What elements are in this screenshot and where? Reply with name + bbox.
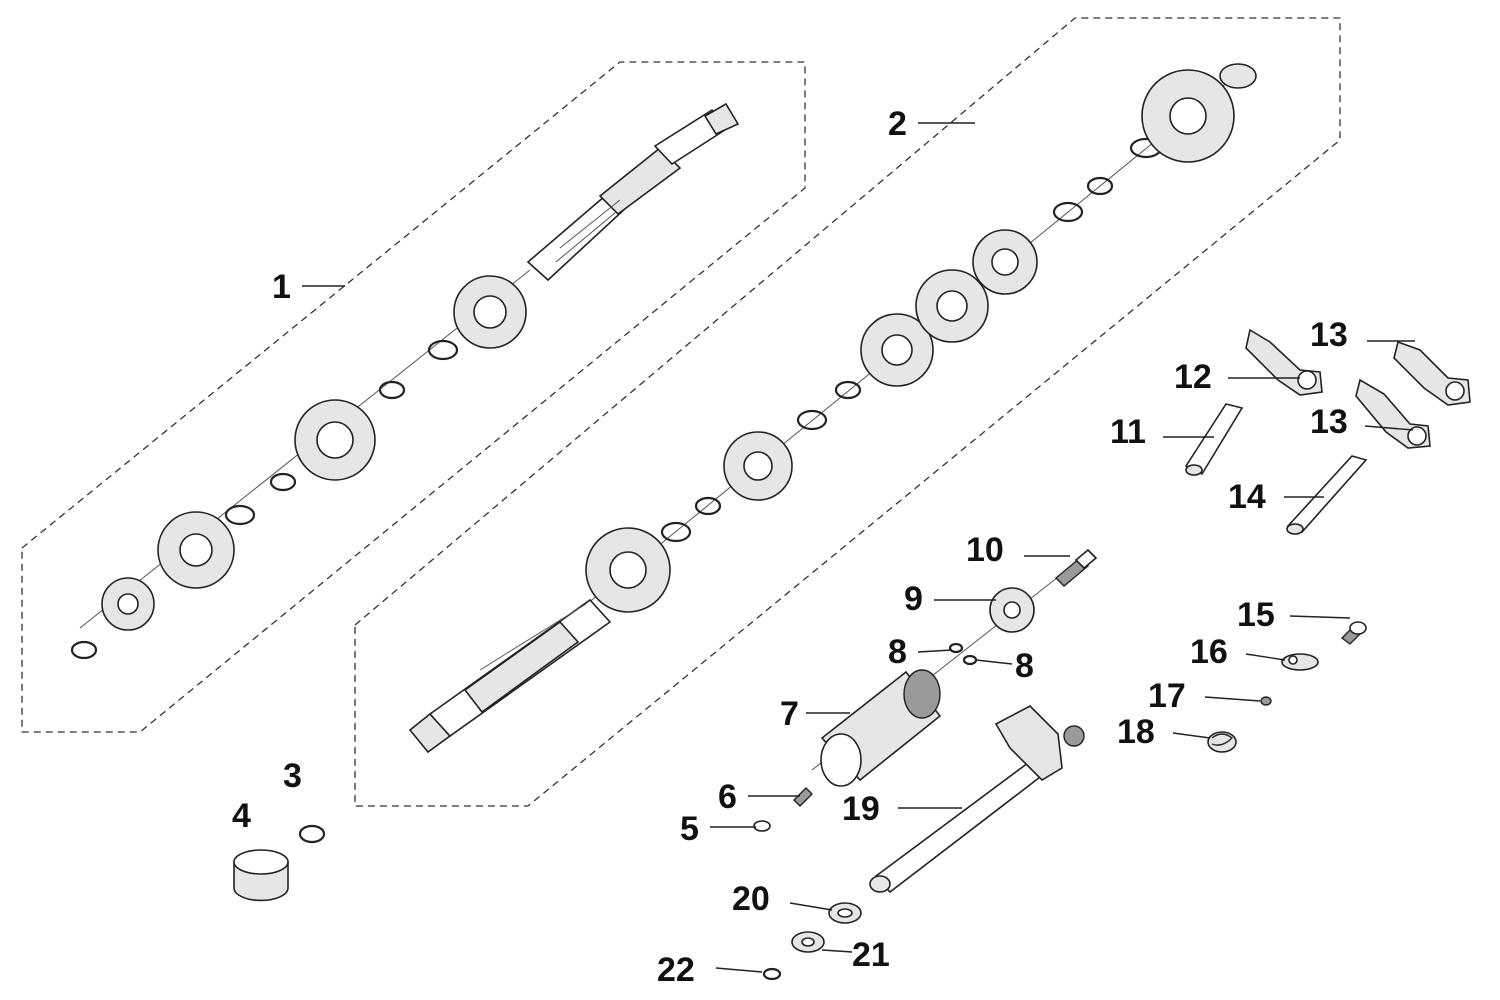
callout-9: 9 bbox=[904, 580, 923, 618]
callout-16: 16 bbox=[1190, 633, 1228, 671]
fork-rod-11 bbox=[1184, 403, 1244, 476]
callout-8a: 8 bbox=[888, 633, 907, 671]
washer bbox=[660, 521, 692, 543]
counter-shaft bbox=[408, 598, 612, 754]
washer-17 bbox=[1260, 696, 1272, 706]
shift-fork-12 bbox=[1245, 328, 1323, 396]
callout-14: 14 bbox=[1228, 478, 1266, 516]
callout-6: 6 bbox=[718, 778, 737, 816]
washer-21 bbox=[791, 931, 825, 953]
bolt-10 bbox=[1054, 548, 1098, 587]
bearing bbox=[1219, 63, 1257, 89]
callout-4: 4 bbox=[232, 797, 251, 835]
lever-16 bbox=[1281, 653, 1319, 671]
circlip bbox=[694, 496, 722, 516]
washer bbox=[1052, 201, 1084, 223]
callout-15: 15 bbox=[1237, 596, 1275, 634]
shift-drum-7 bbox=[820, 669, 942, 787]
callout-18: 18 bbox=[1117, 713, 1155, 751]
callout-13b: 13 bbox=[1310, 403, 1348, 441]
washer-3 bbox=[298, 824, 326, 844]
circlip-22 bbox=[762, 967, 782, 981]
callout-21: 21 bbox=[852, 936, 890, 974]
circlip bbox=[269, 472, 297, 492]
circlip bbox=[70, 640, 98, 660]
seal-20 bbox=[828, 902, 862, 924]
callout-2: 2 bbox=[888, 105, 907, 143]
callout-1: 1 bbox=[272, 268, 291, 306]
callout-19: 19 bbox=[842, 790, 880, 828]
washer bbox=[224, 504, 256, 526]
callout-22: 22 bbox=[657, 951, 695, 989]
shift-shaft-19 bbox=[869, 705, 1085, 894]
bolt-15 bbox=[1340, 621, 1367, 645]
callout-20: 20 bbox=[732, 880, 770, 918]
fork-rod-14 bbox=[1286, 455, 1368, 535]
shift-fork-13-upper bbox=[1393, 340, 1471, 406]
callout-11: 11 bbox=[1110, 413, 1146, 451]
main-shaft-assembly bbox=[70, 102, 740, 660]
callout-5: 5 bbox=[680, 810, 699, 848]
spring-6 bbox=[793, 787, 813, 807]
bushing-4 bbox=[233, 849, 289, 902]
callout-10: 10 bbox=[966, 531, 1004, 569]
callout-12: 12 bbox=[1174, 358, 1212, 396]
callout-7: 7 bbox=[780, 695, 799, 733]
shift-fork-13-lower bbox=[1355, 378, 1431, 449]
callout-8b: 8 bbox=[1015, 647, 1034, 685]
spring-18 bbox=[1207, 731, 1237, 753]
main-shaft bbox=[526, 102, 740, 282]
pin-8a bbox=[948, 642, 964, 654]
pin-8b bbox=[962, 654, 978, 666]
callout-3: 3 bbox=[283, 757, 302, 795]
circlip bbox=[1086, 176, 1114, 196]
callout-13a: 13 bbox=[1310, 316, 1348, 354]
stopper-plate-9 bbox=[989, 587, 1035, 633]
counter-shaft-assembly bbox=[408, 63, 1257, 754]
washer bbox=[796, 409, 828, 431]
callout-17: 17 bbox=[1148, 677, 1186, 715]
circlip bbox=[834, 380, 862, 400]
leader-lines bbox=[302, 122, 1415, 973]
washer bbox=[427, 339, 459, 361]
assembly-boundary-1 bbox=[21, 61, 806, 733]
assembly-boundary-2 bbox=[354, 17, 1341, 807]
circlip bbox=[378, 380, 406, 400]
pin-5 bbox=[753, 820, 771, 832]
